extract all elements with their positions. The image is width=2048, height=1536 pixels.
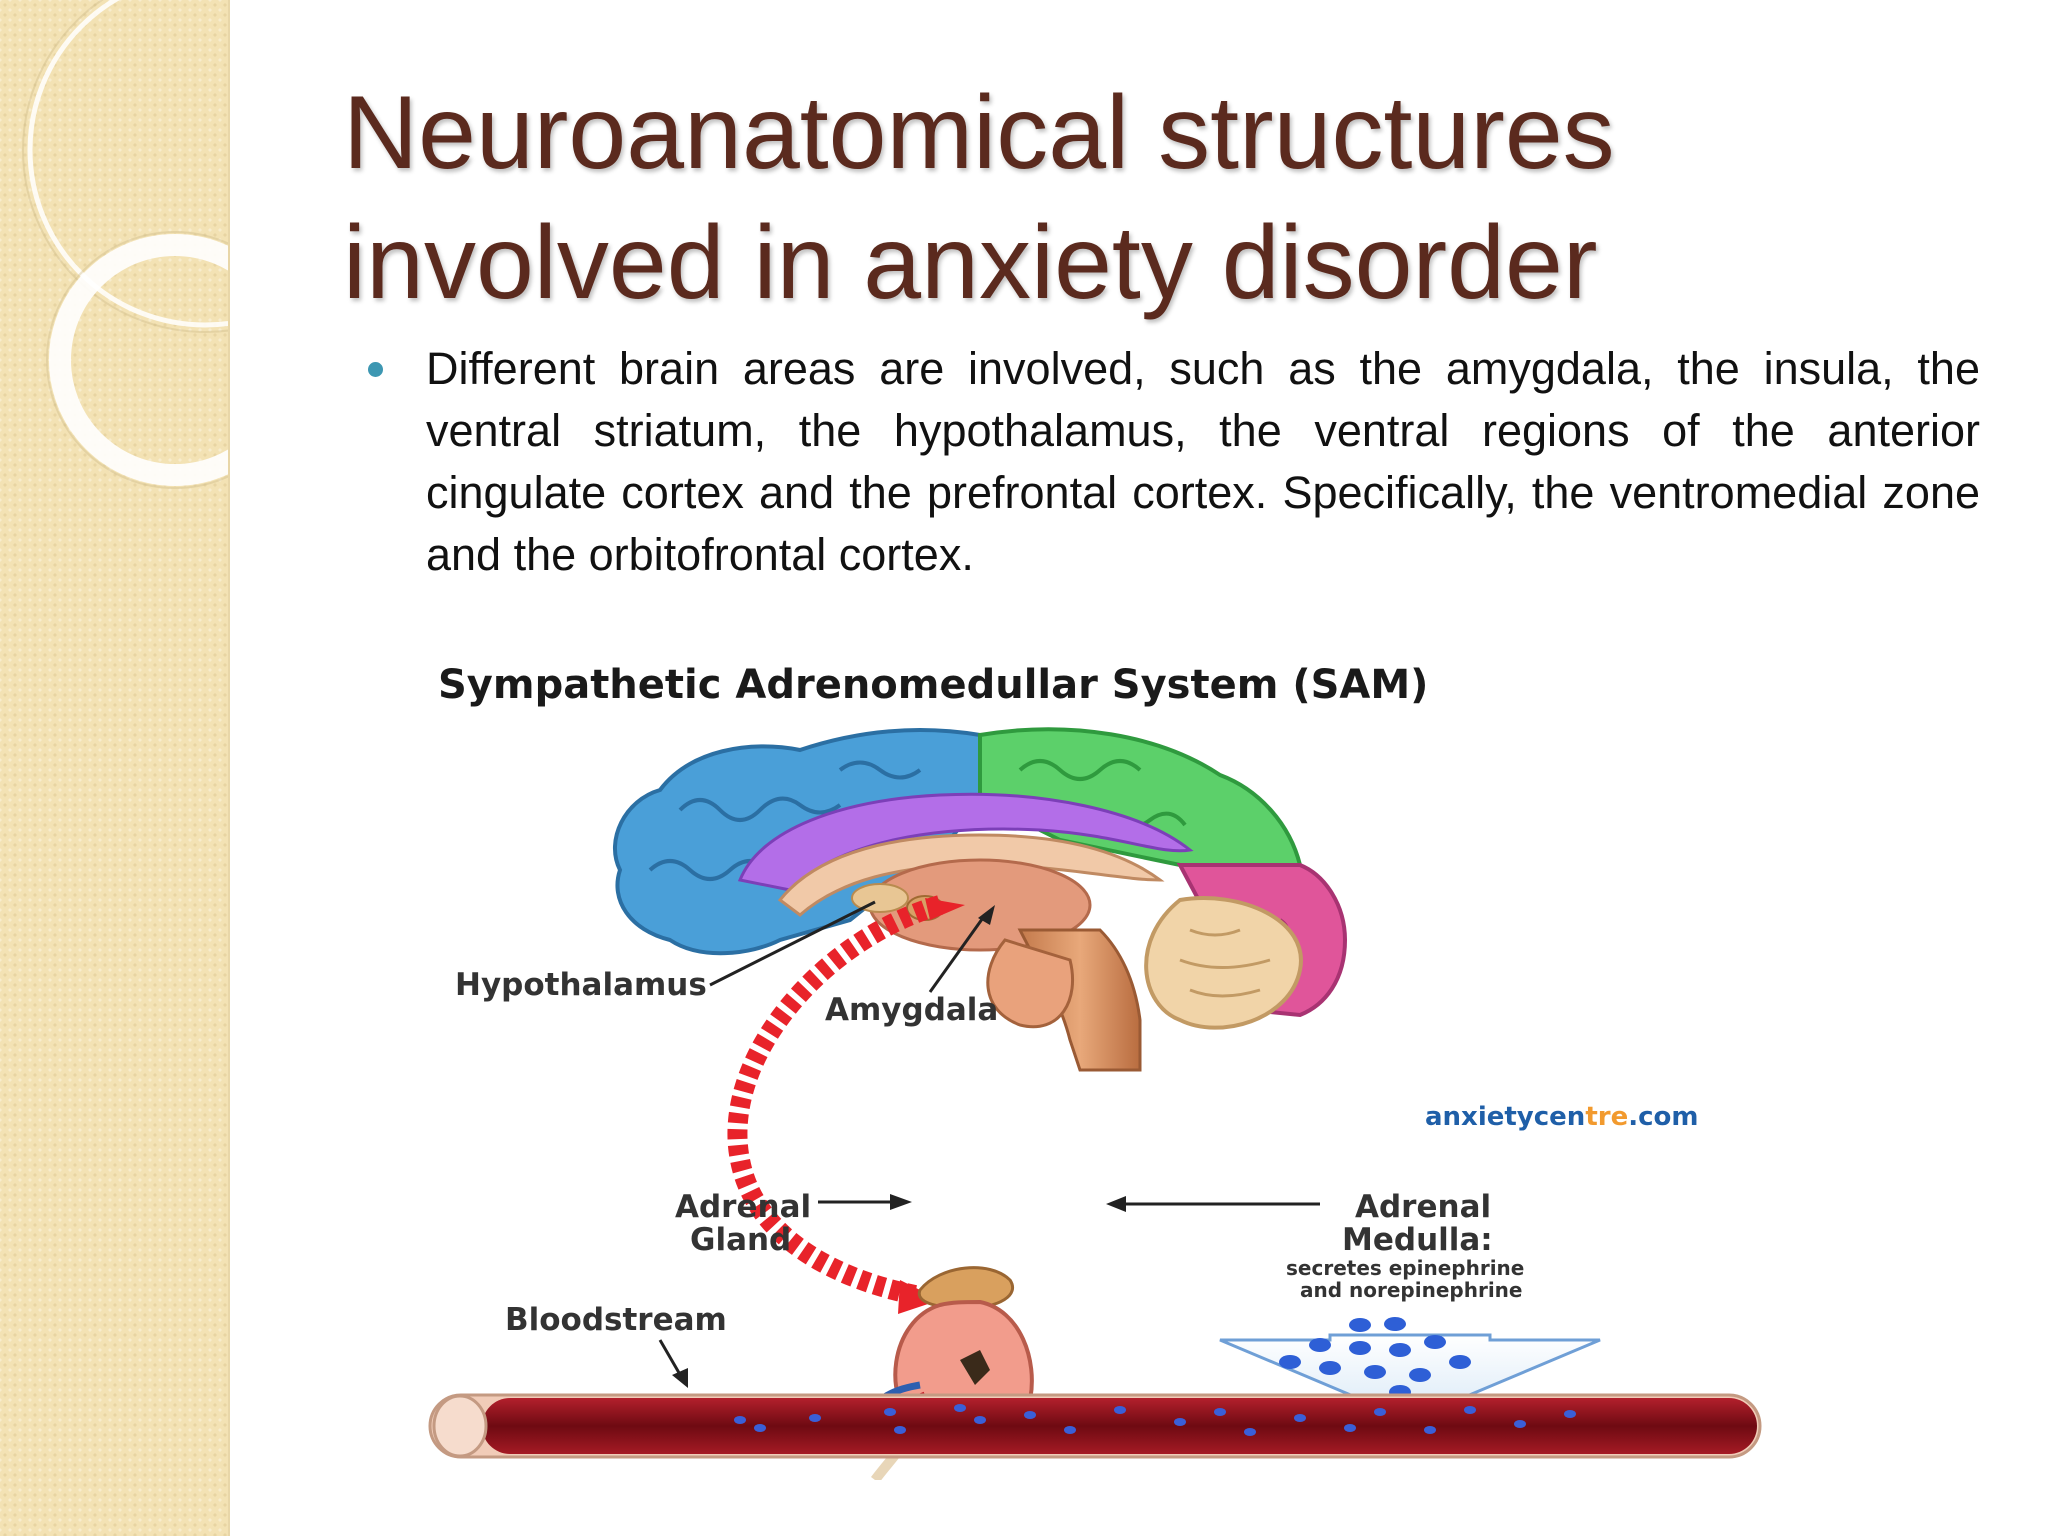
signal-pathway-arrow bbox=[727, 895, 943, 1305]
adrenal-gland-shape bbox=[917, 1266, 1014, 1310]
label-medulla-note-line-2: and norepinephrine bbox=[1300, 1278, 1522, 1302]
decorative-circles bbox=[22, 0, 228, 489]
hormone-release-arrow bbox=[1219, 1317, 1601, 1422]
label-amygdala: Amygdala bbox=[825, 992, 998, 1028]
sam-diagram: Sympathetic Adrenomedullar System (SAM) bbox=[420, 640, 1850, 1480]
bullet-list: Different brain areas are involved, such… bbox=[360, 338, 1980, 586]
bullet-text: Different brain areas are involved, such… bbox=[426, 343, 1980, 580]
brain-corpus-callosum bbox=[777, 833, 1165, 917]
label-adrenal-gland-line-2: Gland bbox=[690, 1222, 791, 1258]
brain-pons bbox=[986, 938, 1075, 1029]
brain-cerebellum bbox=[1144, 896, 1303, 1030]
bullet-item: Different brain areas are involved, such… bbox=[360, 338, 1980, 586]
label-adrenal-gland-line-1: Adrenal bbox=[675, 1189, 811, 1225]
slide-title-line-2: involved in anxiety disorder bbox=[343, 205, 1598, 321]
label-adrenal-medulla-line-2: Medulla: bbox=[1342, 1222, 1493, 1258]
bullet-dot-icon bbox=[368, 362, 383, 377]
label-adrenal-medulla-line-1: Adrenal bbox=[1355, 1189, 1491, 1225]
slide-title-line-1: Neuroanatomical structures bbox=[343, 75, 1615, 191]
blood-vessel bbox=[428, 1393, 1762, 1459]
decorative-side-band bbox=[0, 0, 230, 1536]
brain-illustration bbox=[613, 727, 1348, 1072]
watermark: anxietycentre.com bbox=[1425, 1102, 1698, 1132]
label-hypothalamus: Hypothalamus bbox=[455, 967, 707, 1003]
label-bloodstream: Bloodstream bbox=[505, 1302, 727, 1338]
figure-title: Sympathetic Adrenomedullar System (SAM) bbox=[438, 662, 1428, 708]
sam-diagram-svg: Sympathetic Adrenomedullar System (SAM) bbox=[428, 662, 1762, 1480]
brain-cingulate-region bbox=[737, 792, 1194, 892]
label-medulla-note-line-1: secretes epinephrine bbox=[1286, 1256, 1524, 1280]
slide-title: Neuroanatomical structures involved in a… bbox=[343, 68, 2003, 328]
